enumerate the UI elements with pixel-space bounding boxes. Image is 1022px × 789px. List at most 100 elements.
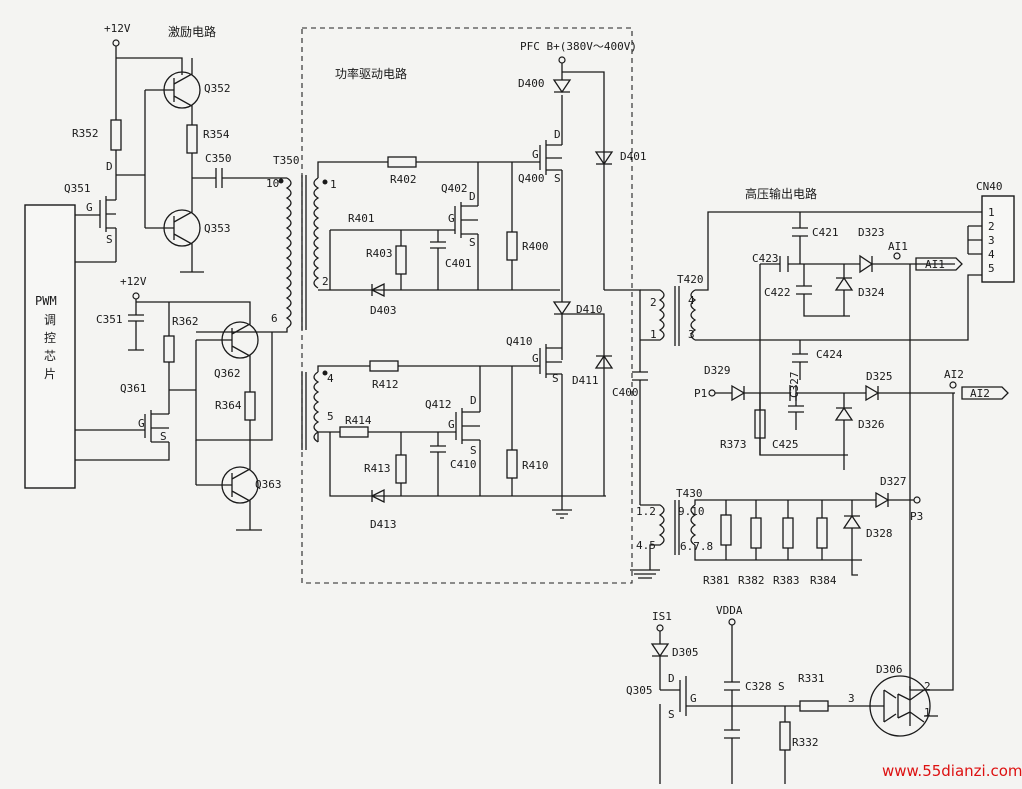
resistor-r410 <box>506 449 518 479</box>
label-d324: D324 <box>858 286 885 299</box>
label-cn40-pin1: 1 <box>988 206 995 219</box>
label-r400: R400 <box>522 240 549 253</box>
label-r413: R413 <box>364 462 391 475</box>
label-pfc-supply: PFC B+(380V～400V) <box>520 40 637 53</box>
label-c400: C400 <box>612 386 639 399</box>
label-t420-pin4: 4 <box>688 294 695 307</box>
resistor-r332 <box>779 721 791 751</box>
label-q351-drain: D <box>106 160 113 173</box>
label-r410: R410 <box>522 459 549 472</box>
label-d410: D410 <box>576 303 603 316</box>
label-r352: R352 <box>72 127 99 140</box>
t350-primary-coil <box>285 177 292 329</box>
label-d401: D401 <box>620 150 647 163</box>
label-r402: R402 <box>390 173 417 186</box>
label-d306-pin1: 1 <box>924 706 931 719</box>
label-q351-source: S <box>106 233 113 246</box>
resistor-r352 <box>110 119 122 151</box>
label-excite-circuit: 激励电路 <box>168 24 216 39</box>
resistor-r354 <box>186 124 198 154</box>
label-q412-drain: D <box>470 394 477 407</box>
label-cn40-pin5: 5 <box>988 262 995 275</box>
label-q361: Q361 <box>120 382 147 395</box>
label-c401: C401 <box>445 257 472 270</box>
label-ai1-node: AI1 <box>888 240 908 253</box>
ai1-output-tag <box>915 257 963 271</box>
label-t430-pin678: 6.7.8 <box>680 540 713 553</box>
label-p1: P1 <box>694 387 707 400</box>
label-t430-pin12: 1.2 <box>636 505 656 518</box>
label-d325: D325 <box>866 370 893 383</box>
label-d323: D323 <box>858 226 885 239</box>
label-c327: C328 <box>745 680 772 693</box>
power-drive-region <box>301 27 633 584</box>
label-q412-gate: G <box>448 418 455 431</box>
label-r364: R364 <box>215 399 242 412</box>
label-r331: R331 <box>798 672 825 685</box>
label-c425: C425 <box>772 438 799 451</box>
resistor-r331 <box>799 700 829 712</box>
label-r403: R403 <box>366 247 393 260</box>
label-d306: D306 <box>876 663 903 676</box>
ai2-output-tag <box>961 386 1009 400</box>
label-q410: Q410 <box>506 335 533 348</box>
label-cn40-pin3: 3 <box>988 234 995 247</box>
label-t350: T350 <box>273 154 300 167</box>
label-d403: D403 <box>370 304 397 317</box>
label-t350-pin1: 1 <box>330 178 337 191</box>
label-c351: C351 <box>96 313 123 326</box>
resistor-r384 <box>816 517 828 549</box>
resistor-r362 <box>163 335 175 363</box>
label-r383: R383 <box>773 574 800 587</box>
resistor-r382 <box>750 517 762 549</box>
pwm-chip-label-2: 控 <box>44 331 56 345</box>
label-r384: R384 <box>810 574 837 587</box>
resistor-r381 <box>720 514 732 546</box>
label-q351-gate: G <box>86 201 93 214</box>
label-q402-drain: D <box>469 190 476 203</box>
label-t420-pin1: 1 <box>650 328 657 341</box>
pwm-chip-label-1: 调 <box>44 313 56 327</box>
label-q361-source: S <box>160 430 167 443</box>
label-q400-source: S <box>554 172 561 185</box>
resistor-r413 <box>395 454 407 484</box>
label-r362: R362 <box>172 315 199 328</box>
label-d305: D305 <box>672 646 699 659</box>
label-c422: C422 <box>764 286 791 299</box>
label-t350-pin5: 5 <box>327 410 334 423</box>
label-d413: D413 <box>370 518 397 531</box>
label-t350-pin10: 10 <box>266 177 279 190</box>
label-d328: D327 <box>880 475 907 488</box>
label-d400: D400 <box>518 77 545 90</box>
label-q362: Q362 <box>214 367 241 380</box>
label-q410-source: S <box>552 372 559 385</box>
label-c423: C423 <box>752 252 779 265</box>
label-t420-pin2: 2 <box>650 296 657 309</box>
label-d411: D411 <box>572 374 599 387</box>
label-q361-gate: G <box>138 417 145 430</box>
label-c421: C421 <box>812 226 839 239</box>
label-r412: R412 <box>372 378 399 391</box>
label-q305-gate: G <box>690 692 697 705</box>
label-r354: R354 <box>203 128 230 141</box>
label-r382: R382 <box>738 574 765 587</box>
label-q305-drain: D <box>668 672 675 685</box>
label-q410-gate: G <box>532 352 539 365</box>
label-r381: R381 <box>703 574 730 587</box>
label-q353: Q353 <box>204 222 231 235</box>
label-t430: T430 <box>676 487 703 500</box>
label-r373: R373 <box>720 438 747 451</box>
resistor-r383 <box>782 517 794 549</box>
label-ai1-tag: AI1 <box>925 258 945 271</box>
label-t430-pin45: 4.5 <box>636 539 656 552</box>
label-t350-pin4: 4 <box>327 372 334 385</box>
resistor-r414 <box>339 426 369 438</box>
optocoupler-d306 <box>869 675 931 737</box>
resistor-r364 <box>244 391 256 421</box>
label-cn40-pin4: 4 <box>988 248 995 261</box>
label-c410: C410 <box>450 458 477 471</box>
label-t350-pin2: 2 <box>322 275 329 288</box>
label-12v-top: +12V <box>104 22 131 35</box>
label-q352: Q352 <box>204 82 231 95</box>
